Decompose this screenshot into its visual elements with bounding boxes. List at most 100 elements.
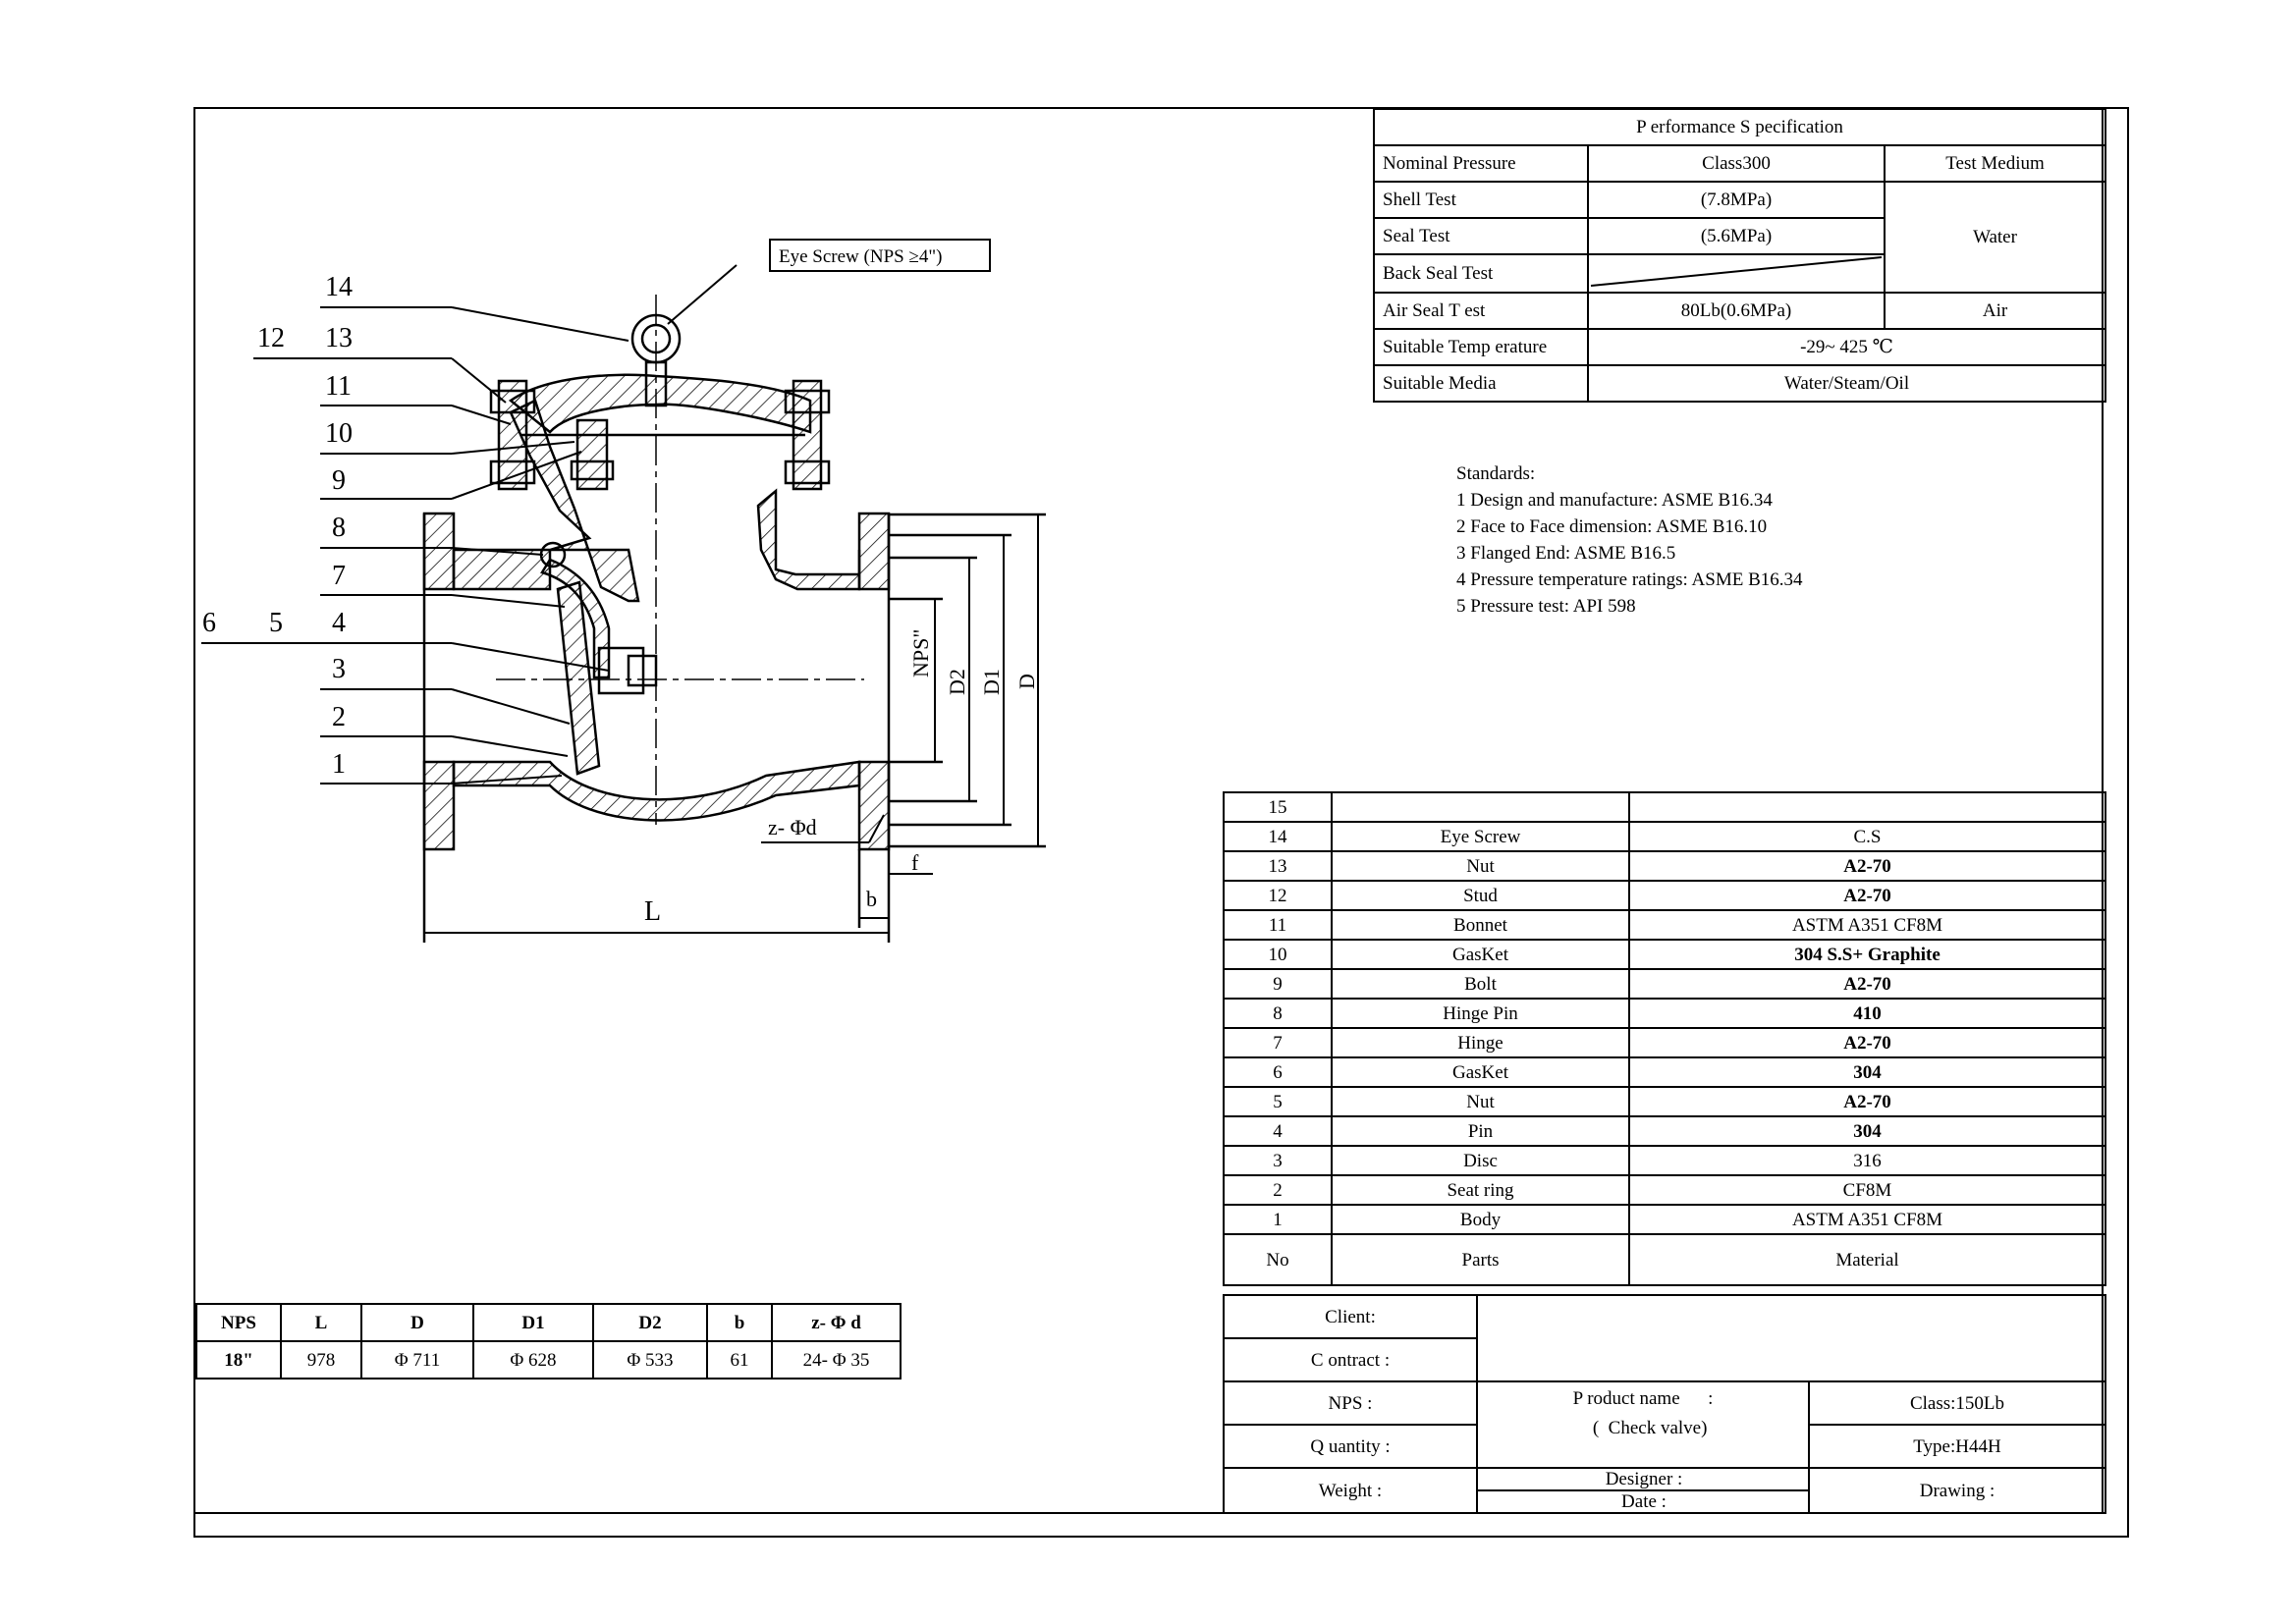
dims-header-d1: D1 [472, 1303, 594, 1342]
dim-label-L: L [644, 896, 662, 927]
right-flange [857, 512, 891, 851]
designer-field: Designer : [1479, 1470, 1807, 1491]
part-material: A2-70 [1628, 880, 2106, 911]
header-parts: Parts [1331, 1233, 1630, 1286]
eye-screw-callout: Eye Screw (NPS ≥4") [769, 239, 991, 272]
part-no: 11 [1223, 909, 1333, 941]
part-label-12: 12 [257, 323, 285, 353]
part-no: 10 [1223, 939, 1333, 970]
dims-value-d1: Φ 628 [472, 1340, 594, 1380]
part-material: 316 [1628, 1145, 2106, 1176]
part-material: A2-70 [1628, 1086, 2106, 1117]
dims-header-d2: D2 [592, 1303, 708, 1342]
part-label-7: 7 [332, 561, 346, 591]
dim-label-zd: z- Φd [768, 815, 817, 839]
title-blank [1476, 1294, 2106, 1382]
part-label-5: 5 [269, 608, 283, 638]
bonnet [508, 373, 812, 434]
part-label-8: 8 [332, 513, 346, 543]
part-label-9: 9 [332, 465, 346, 496]
water-medium: Water [1883, 181, 2107, 294]
contract-field: C ontract : [1223, 1337, 1478, 1382]
designer-date-cell: Designer : Date : [1476, 1467, 1810, 1514]
part-label-2: 2 [332, 702, 346, 732]
part-name: Stud [1331, 880, 1630, 911]
back-seal-value [1587, 253, 1886, 294]
air-seal-label: Air Seal T est [1373, 292, 1589, 330]
weight-field: Weight : [1223, 1467, 1478, 1514]
parts-row: 15 [1223, 791, 2106, 823]
air-medium: Air [1883, 292, 2107, 330]
part-name [1331, 791, 1630, 823]
dims-header-b: b [706, 1303, 773, 1342]
part-label-13: 13 [325, 323, 353, 353]
performance-table: P erformance S pecification Nominal Pres… [1372, 108, 2107, 403]
seal-test-value: (5.6MPa) [1587, 217, 1886, 255]
header-no: No [1223, 1233, 1333, 1286]
part-material: A2-70 [1628, 850, 2106, 882]
disc [556, 580, 601, 776]
dims-value-b: 61 [706, 1340, 773, 1380]
part-name: Bolt [1331, 968, 1630, 1000]
temp-label: Suitable Temp erature [1373, 328, 1589, 366]
standards-heading: Standards: [1456, 463, 1536, 484]
part-material: A2-70 [1628, 968, 2106, 1000]
left-flange [422, 512, 456, 851]
part-label-14: 14 [325, 272, 353, 302]
type-field: Type:H44H [1808, 1424, 2106, 1469]
part-label-10: 10 [325, 418, 353, 449]
part-no: 2 [1223, 1174, 1333, 1206]
dims-header-l: L [280, 1303, 362, 1342]
part-no: 13 [1223, 850, 1333, 882]
dim-label-d2: D2 [945, 669, 969, 695]
part-no: 15 [1223, 791, 1333, 823]
media-value: Water/Steam/Oil [1586, 364, 2107, 403]
part-name: Eye Screw [1331, 821, 1630, 852]
part-label-3: 3 [332, 654, 346, 684]
product-name-label: P roduct name : [1572, 1388, 1714, 1409]
test-medium-label: Test Medium [1883, 144, 2107, 183]
media-label: Suitable Media [1373, 364, 1589, 403]
part-no: 6 [1223, 1056, 1333, 1088]
title-block: Client: C ontract : NPS : P roduct name … [1223, 1294, 2106, 1514]
drawing-field: Drawing : [1808, 1467, 2106, 1514]
part-no: 1 [1223, 1204, 1333, 1235]
part-material: 410 [1628, 998, 2106, 1029]
part-name: Pin [1331, 1115, 1630, 1147]
part-name: Hinge [1331, 1027, 1630, 1058]
dims-value-d: Φ 711 [360, 1340, 474, 1380]
part-material: A2-70 [1628, 1027, 2106, 1058]
back-seal-label: Back Seal Test [1373, 253, 1589, 294]
part-material [1628, 791, 2106, 823]
standard-item: 1 Design and manufacture: ASME B16.34 [1456, 490, 1773, 511]
temp-value: -29~ 425 ℃ [1586, 328, 2107, 366]
part-no: 5 [1223, 1086, 1333, 1117]
part-material: 304 [1628, 1056, 2106, 1088]
diagonal-strike [1590, 256, 1883, 287]
product-name-value: ( Check valve) [1578, 1418, 1708, 1438]
part-label-11: 11 [325, 371, 352, 402]
nps-field: NPS : [1223, 1380, 1478, 1426]
seal-test-label: Seal Test [1373, 217, 1589, 255]
date-field: Date : [1621, 1491, 1667, 1512]
part-material: 304 [1628, 1115, 2106, 1147]
class-field: Class:150Lb [1808, 1380, 2106, 1426]
client-field: Client: [1223, 1294, 1478, 1339]
dims-value-d2: Φ 533 [592, 1340, 708, 1380]
dim-label-d: D [1014, 674, 1039, 689]
performance-title: P erformance S pecification [1372, 108, 2107, 146]
dim-label-f: f [911, 850, 919, 875]
dimensions-table: NPS L D D1 D2 b z- Φ d 18" 978 Φ 711 Φ 6… [195, 1303, 902, 1380]
part-name: GasKet [1331, 939, 1630, 970]
